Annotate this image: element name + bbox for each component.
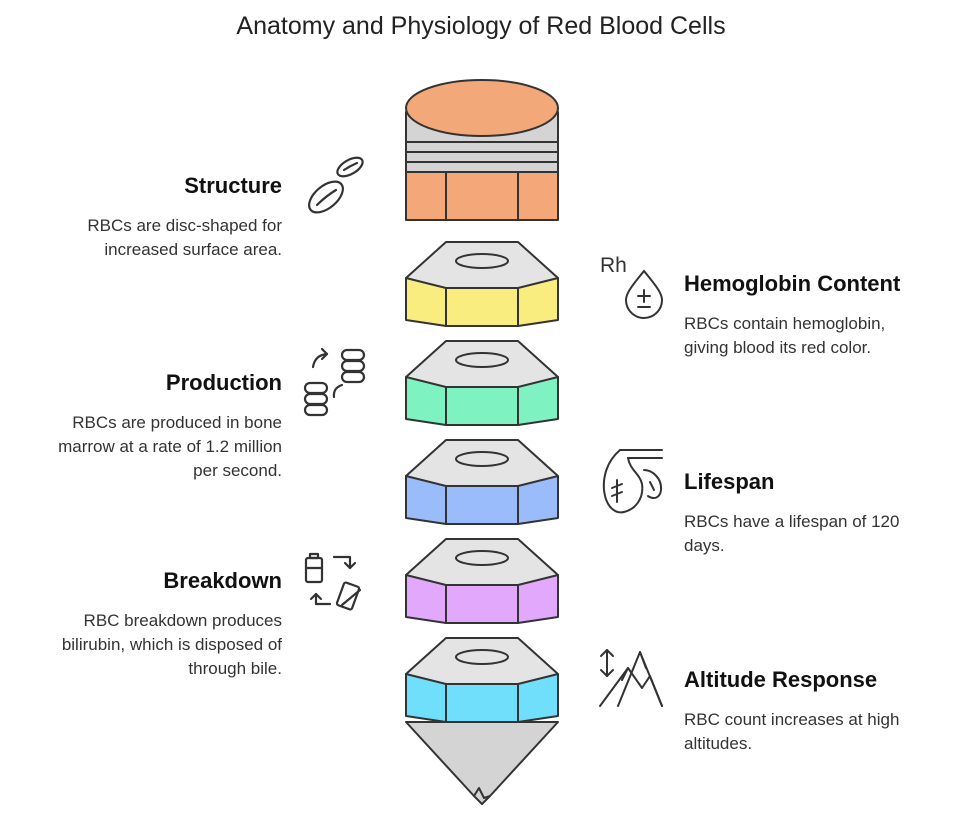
description-line: RBCs contain hemoglobin, bbox=[684, 314, 886, 333]
breakdown-segment-hole bbox=[455, 550, 509, 566]
hemoglobin-segment-hole bbox=[455, 253, 509, 269]
description-line: marrow at a rate of 1.2 million bbox=[58, 437, 282, 456]
description-line: giving blood its red color. bbox=[684, 338, 872, 357]
section-description: RBCs are produced in bone marrow at a rat… bbox=[0, 411, 282, 483]
mountain-altitude-icon bbox=[599, 649, 663, 707]
pencil-tip bbox=[405, 721, 559, 805]
description-line: RBCs have a lifespan of 120 bbox=[684, 512, 900, 531]
diagram-title: Anatomy and Physiology of Red Blood Cell… bbox=[236, 12, 726, 40]
description-line: increased surface area. bbox=[104, 240, 282, 259]
lifespan-segment-hole bbox=[455, 451, 509, 467]
section-heading: Hemoglobin Content bbox=[684, 271, 901, 296]
description-line: per second. bbox=[193, 461, 282, 480]
section-heading: Production bbox=[165, 370, 282, 395]
section-heading: Lifespan bbox=[684, 469, 775, 494]
description-line: RBC count increases at high bbox=[684, 710, 900, 729]
rh-label: Rh bbox=[600, 254, 627, 277]
description-line: RBCs are disc-shaped for bbox=[87, 216, 282, 235]
section-description: RBC breakdown produces bilirubin, which i… bbox=[0, 609, 282, 681]
pencil-stack bbox=[405, 79, 559, 805]
red-blood-cells-icon bbox=[308, 156, 364, 214]
description-line: bilirubin, which is disposed of bbox=[61, 635, 282, 654]
description-line: through bile. bbox=[188, 659, 282, 678]
description-line: RBCs are produced in bone bbox=[72, 413, 282, 432]
battery-cycle-icon bbox=[304, 552, 362, 611]
section-heading: Structure bbox=[184, 173, 282, 198]
description-line: altitudes. bbox=[684, 734, 753, 753]
section-description: RBCs contain hemoglobin, giving blood its… bbox=[684, 312, 962, 360]
section-heading: Breakdown bbox=[163, 568, 282, 593]
section-description: RBC count increases at high altitudes. bbox=[684, 708, 962, 756]
organ-icon bbox=[602, 449, 663, 514]
database-sync-icon bbox=[303, 347, 366, 417]
cap-dome bbox=[405, 79, 559, 137]
section-description: RBCs are disc-shaped for increased surfac… bbox=[0, 214, 282, 262]
description-line: RBC breakdown produces bbox=[83, 611, 282, 630]
altitude-segment-hole bbox=[455, 649, 509, 665]
section-heading: Altitude Response bbox=[684, 667, 878, 692]
pencil-point bbox=[473, 787, 491, 799]
section-description: RBCs have a lifespan of 120 days. bbox=[684, 510, 962, 558]
description-line: days. bbox=[684, 536, 725, 555]
rh-blood-drop-icon: Rh bbox=[600, 254, 664, 319]
production-segment-hole bbox=[455, 352, 509, 368]
